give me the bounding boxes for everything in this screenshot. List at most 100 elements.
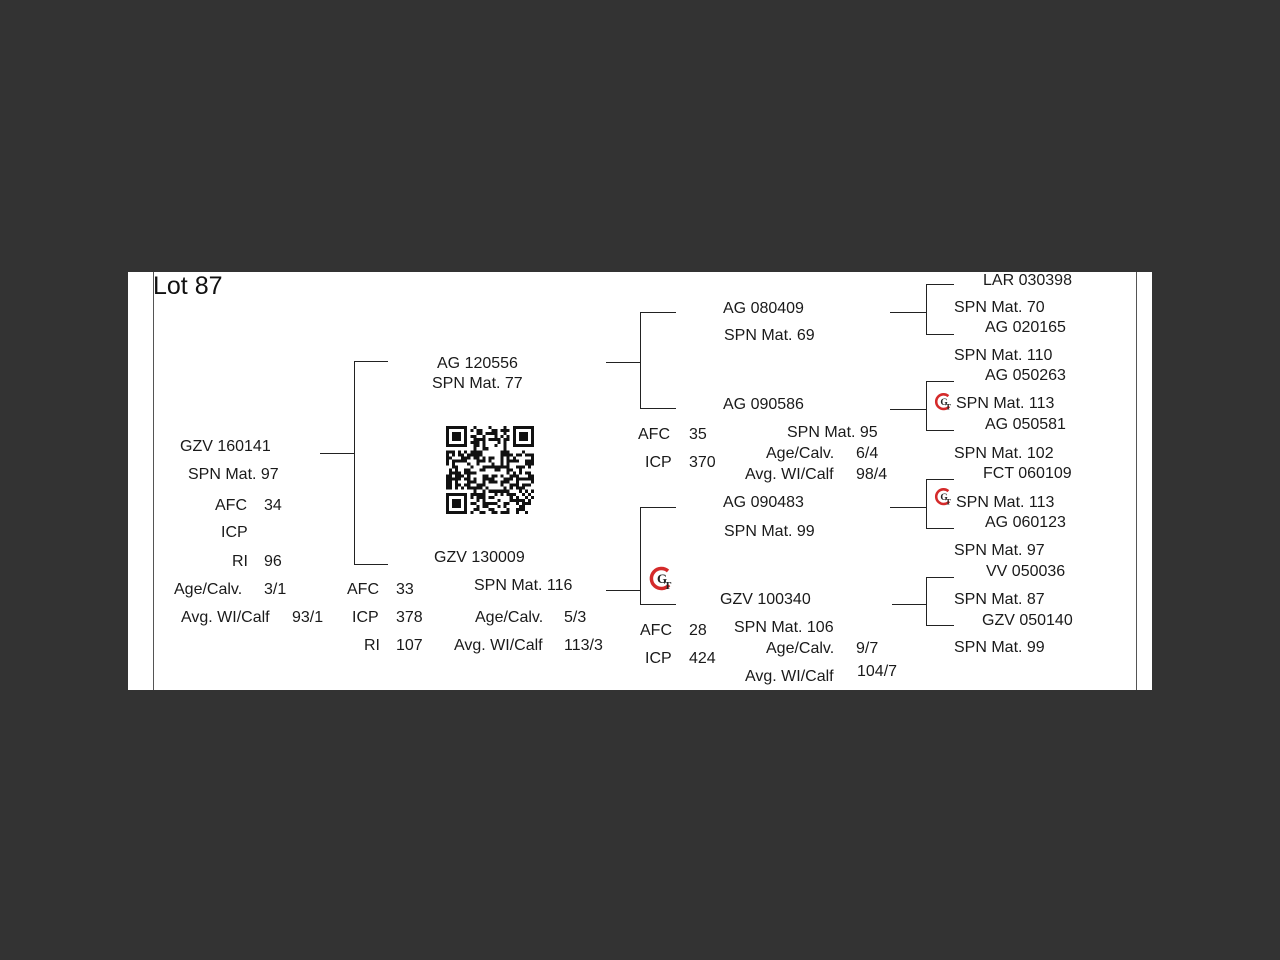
connector [640,408,676,409]
dam-age: 5/3 [564,609,587,626]
sire-id: AG 120556 [437,355,518,372]
animal-icp-label: ICP [221,524,248,541]
connector [606,362,640,363]
connector [890,312,926,313]
left-border [153,272,154,690]
sire-dam-afc-label: AFC [638,426,670,443]
gen4-spn: SPN Mat. 113 [956,494,1055,511]
gen4-id: AG 050263 [985,367,1066,384]
dam-afc-label: AFC [347,581,379,598]
connector [354,361,388,362]
right-border [1136,272,1137,690]
svg-text:G: G [657,571,667,586]
connector [892,604,926,605]
sire-dam-afc: 35 [689,426,707,443]
gen4-spn: SPN Mat. 113 [956,395,1055,412]
dam-dam-spn: SPN Mat. 106 [734,619,834,636]
svg-text:T: T [945,402,951,411]
dam-dam-icp-label: ICP [645,650,672,667]
animal-age: 3/1 [264,581,287,598]
lot-title: Lot 87 [153,272,223,300]
dam-dam-id: GZV 100340 [720,591,811,608]
connector [354,564,388,565]
animal-spn: SPN Mat. 97 [188,466,279,483]
dam-avg-label: Avg. WI/Calf [454,637,543,654]
connector [926,528,954,529]
sire-spn: SPN Mat. 77 [432,375,523,392]
svg-text:T: T [945,497,951,506]
animal-age-label: Age/Calv. [174,581,243,598]
dam-sire-spn: SPN Mat. 99 [724,523,815,540]
animal-avg-label: Avg. WI/Calf [181,609,270,626]
svg-text:G: G [940,493,948,503]
animal-avg: 93/1 [292,609,324,626]
svg-text:T: T [664,580,672,592]
animal-ri: 96 [264,553,282,570]
sire-dam-id: AG 090586 [723,396,804,413]
connector [926,577,927,626]
connector [926,284,927,334]
qr-modules [446,426,534,514]
gen4-id: AG 060123 [985,514,1066,531]
connector [926,334,954,335]
dam-dam-icp: 424 [689,650,716,667]
sire-dam-icp: 370 [689,454,716,471]
connector [926,479,927,529]
dam-ri-label: RI [364,637,380,654]
sire-sire-spn: SPN Mat. 69 [724,327,815,344]
sire-dam-age-label: Age/Calv. [766,445,835,462]
gen4-spn: SPN Mat. 97 [954,542,1045,559]
connector [354,361,355,565]
dam-avg: 113/3 [564,637,603,654]
animal-afc-label: AFC [215,497,247,514]
gen4-id: VV 050036 [986,563,1066,580]
gen4-spn: SPN Mat. 110 [954,347,1053,364]
connector [640,312,641,409]
connector [926,430,954,431]
connector [640,507,641,605]
connector [926,381,927,431]
connector [640,312,676,313]
pedigree-sheet: Lot 87 GZV 160141 SPN Mat. 97 AFC 34 ICP… [128,272,1152,690]
dam-dam-age: 9/7 [856,640,879,657]
connector [640,604,676,605]
dam-dam-afc: 28 [689,622,707,639]
connector [640,507,676,508]
sire-dam-spn: SPN Mat. 95 [787,424,878,441]
animal-id: GZV 160141 [180,438,271,455]
dam-age-label: Age/Calv. [475,609,544,626]
connector [890,507,926,508]
gen4-spn: SPN Mat. 87 [954,591,1045,608]
gen4-id: AG 050581 [985,416,1066,433]
sire-dam-age: 6/4 [856,445,879,462]
animal-ri-label: RI [232,553,248,570]
sire-dam-avg-label: Avg. WI/Calf [745,466,834,483]
gen4-spn: SPN Mat. 102 [954,445,1054,462]
gen4-spn: SPN Mat. 70 [954,299,1045,316]
connector [320,453,354,454]
sire-dam-avg: 98/4 [856,466,888,483]
connector [926,625,954,626]
connector [926,284,954,285]
connector [926,381,954,382]
gen4-id: GZV 050140 [982,612,1073,629]
dam-ri: 107 [396,637,423,654]
qr-code-icon [446,426,534,514]
connector [606,590,640,591]
dam-id: GZV 130009 [434,549,525,566]
dam-dam-age-label: Age/Calv. [766,640,835,657]
gt-logo-icon: G T [934,488,951,506]
gen4-spn: SPN Mat. 99 [954,639,1045,656]
dam-icp-label: ICP [352,609,379,626]
dam-icp: 378 [396,609,423,626]
svg-text:G: G [940,398,948,408]
dam-afc: 33 [396,581,414,598]
gen4-id: AG 020165 [985,319,1066,336]
gen4-id: FCT 060109 [983,465,1072,482]
connector [926,577,954,578]
dam-dam-avg: 104/7 [857,663,898,680]
sire-dam-icp-label: ICP [645,454,672,471]
connector [890,409,926,410]
dam-dam-avg-label: Avg. WI/Calf [745,668,834,685]
gt-logo-icon: G T [649,566,672,592]
